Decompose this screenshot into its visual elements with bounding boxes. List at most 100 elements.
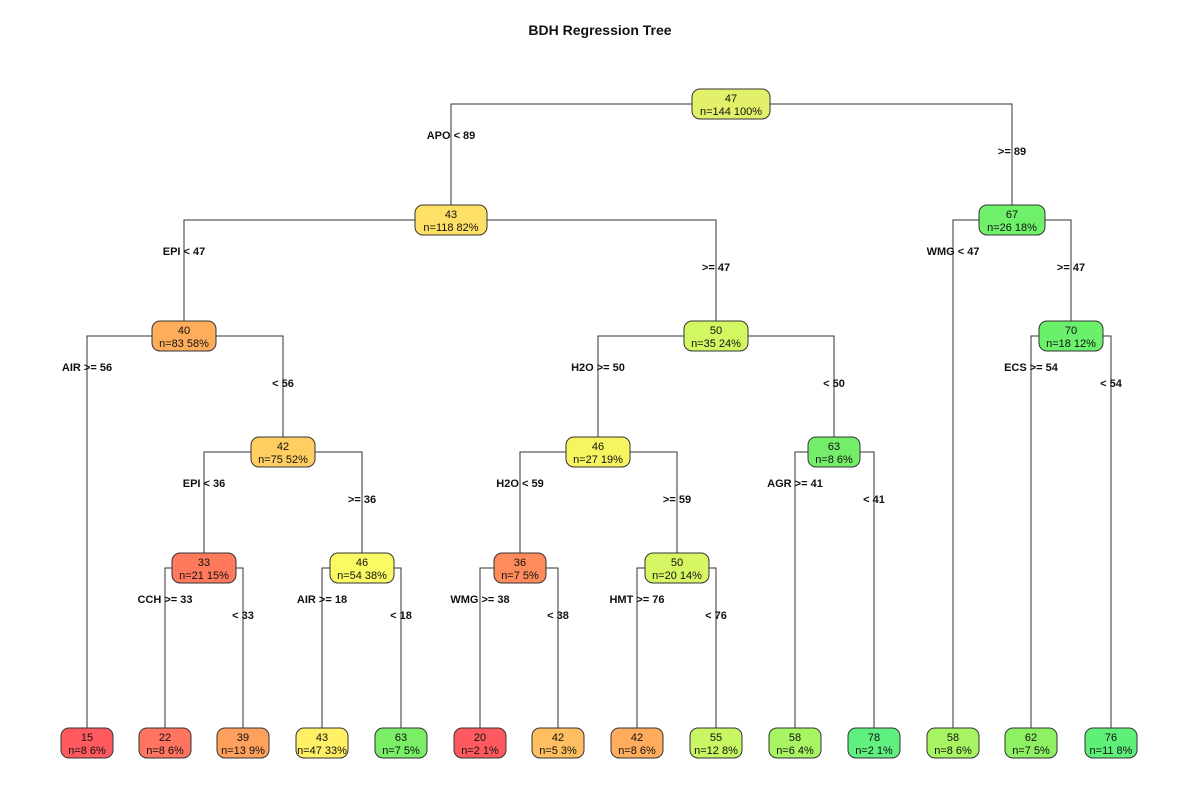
tree-node-n11: 63n=8 6% bbox=[807, 436, 861, 468]
node-value: 63 bbox=[395, 732, 407, 744]
node-stats: n=144 100% bbox=[700, 106, 762, 118]
tree-node-l6: 20n=2 1% bbox=[453, 727, 507, 759]
node-value: 50 bbox=[671, 557, 683, 569]
tree-node-l4: 43n=47 33% bbox=[295, 727, 349, 759]
node-box bbox=[453, 727, 507, 759]
node-stats: n=7 5% bbox=[501, 570, 539, 582]
edge-n20 bbox=[479, 567, 559, 728]
split-right-label-n3: >= 47 bbox=[1057, 262, 1085, 274]
node-stats: n=5 3% bbox=[539, 745, 577, 757]
node-value: 70 bbox=[1065, 325, 1077, 337]
node-value: 46 bbox=[592, 441, 604, 453]
split-right-label-n19: < 18 bbox=[390, 610, 412, 622]
node-value: 22 bbox=[159, 732, 171, 744]
node-box bbox=[138, 727, 192, 759]
node-box bbox=[1038, 320, 1104, 352]
node-stats: n=8 6% bbox=[618, 745, 656, 757]
edge-n3 bbox=[952, 219, 1072, 728]
node-box bbox=[1004, 727, 1058, 759]
node-box bbox=[171, 552, 237, 584]
node-value: 20 bbox=[474, 732, 486, 744]
tree-node-l8: 42n=8 6% bbox=[610, 727, 664, 759]
node-value: 58 bbox=[789, 732, 801, 744]
node-stats: n=21 15% bbox=[179, 570, 229, 582]
tree-node-l3: 39n=13 9% bbox=[216, 727, 270, 759]
tree-node-n3: 67n=26 18% bbox=[978, 204, 1046, 236]
node-box bbox=[493, 552, 547, 584]
node-box bbox=[807, 436, 861, 468]
tree-node-l13: 62n=7 5% bbox=[1004, 727, 1058, 759]
node-box bbox=[691, 88, 771, 120]
node-value: 50 bbox=[710, 325, 722, 337]
split-right-label-n1: >= 89 bbox=[998, 146, 1026, 158]
split-left-label-n7: ECS >= 54 bbox=[1004, 362, 1059, 374]
node-stats: n=75 52% bbox=[258, 454, 308, 466]
node-box bbox=[565, 436, 631, 468]
split-left-label-n20: WMG >= 38 bbox=[450, 594, 509, 606]
node-value: 42 bbox=[631, 732, 643, 744]
node-stats: n=8 6% bbox=[934, 745, 972, 757]
node-stats: n=7 5% bbox=[1012, 745, 1050, 757]
tree-node-l9: 55n=12 8% bbox=[689, 727, 743, 759]
split-right-label-n2: >= 47 bbox=[702, 262, 730, 274]
tree-node-l12: 58n=8 6% bbox=[926, 727, 980, 759]
node-stats: n=83 58% bbox=[159, 338, 209, 350]
node-box bbox=[531, 727, 585, 759]
node-box bbox=[978, 204, 1046, 236]
split-right-label-n21: < 76 bbox=[705, 610, 727, 622]
split-left-label-n21: HMT >= 76 bbox=[609, 594, 664, 606]
node-box bbox=[374, 727, 428, 759]
node-stats: n=12 8% bbox=[694, 745, 738, 757]
tree-node-n7: 70n=18 12% bbox=[1038, 320, 1104, 352]
node-value: 62 bbox=[1025, 732, 1037, 744]
node-stats: n=2 1% bbox=[855, 745, 893, 757]
tree-node-n19: 46n=54 38% bbox=[329, 552, 395, 584]
node-box bbox=[768, 727, 822, 759]
node-box bbox=[60, 727, 114, 759]
node-value: 40 bbox=[178, 325, 190, 337]
tree-node-l11: 78n=2 1% bbox=[847, 727, 901, 759]
split-right-label-n11: < 41 bbox=[863, 494, 885, 506]
node-box bbox=[644, 552, 710, 584]
node-stats: n=8 6% bbox=[146, 745, 184, 757]
node-value: 55 bbox=[710, 732, 722, 744]
split-left-label-n18: CCH >= 33 bbox=[137, 594, 192, 606]
node-box bbox=[689, 727, 743, 759]
split-left-label-n1: APO < 89 bbox=[427, 130, 476, 142]
split-right-label-n9: >= 36 bbox=[348, 494, 376, 506]
edge-n4 bbox=[86, 335, 284, 728]
node-value: 58 bbox=[947, 732, 959, 744]
node-box bbox=[216, 727, 270, 759]
node-value: 46 bbox=[356, 557, 368, 569]
node-stats: n=18 12% bbox=[1046, 338, 1096, 350]
node-box bbox=[295, 727, 349, 759]
node-stats: n=118 82% bbox=[423, 222, 478, 234]
node-box bbox=[1084, 727, 1138, 759]
node-value: 42 bbox=[277, 441, 289, 453]
node-box bbox=[847, 727, 901, 759]
node-value: 63 bbox=[828, 441, 840, 453]
node-stats: n=7 5% bbox=[382, 745, 420, 757]
tree-node-n9: 42n=75 52% bbox=[250, 436, 316, 468]
tree-node-l2: 22n=8 6% bbox=[138, 727, 192, 759]
node-value: 33 bbox=[198, 557, 210, 569]
node-stats: n=20 14% bbox=[652, 570, 702, 582]
node-value: 76 bbox=[1105, 732, 1117, 744]
split-left-label-n19: AIR >= 18 bbox=[297, 594, 347, 606]
node-stats: n=8 6% bbox=[68, 745, 106, 757]
node-value: 67 bbox=[1006, 209, 1018, 221]
tree-node-n4: 40n=83 58% bbox=[151, 320, 217, 352]
tree-node-n20: 36n=7 5% bbox=[493, 552, 547, 584]
node-value: 47 bbox=[725, 93, 737, 105]
split-left-label-n10: H2O < 59 bbox=[496, 478, 543, 490]
split-right-label-n20: < 38 bbox=[547, 610, 569, 622]
tree-node-n18: 33n=21 15% bbox=[171, 552, 237, 584]
edge-n7 bbox=[1030, 335, 1112, 728]
node-box bbox=[151, 320, 217, 352]
tree-node-l10: 58n=6 4% bbox=[768, 727, 822, 759]
node-stats: n=54 38% bbox=[337, 570, 387, 582]
tree-node-l5: 63n=7 5% bbox=[374, 727, 428, 759]
tree-node-n1: 47n=144 100% bbox=[691, 88, 771, 120]
